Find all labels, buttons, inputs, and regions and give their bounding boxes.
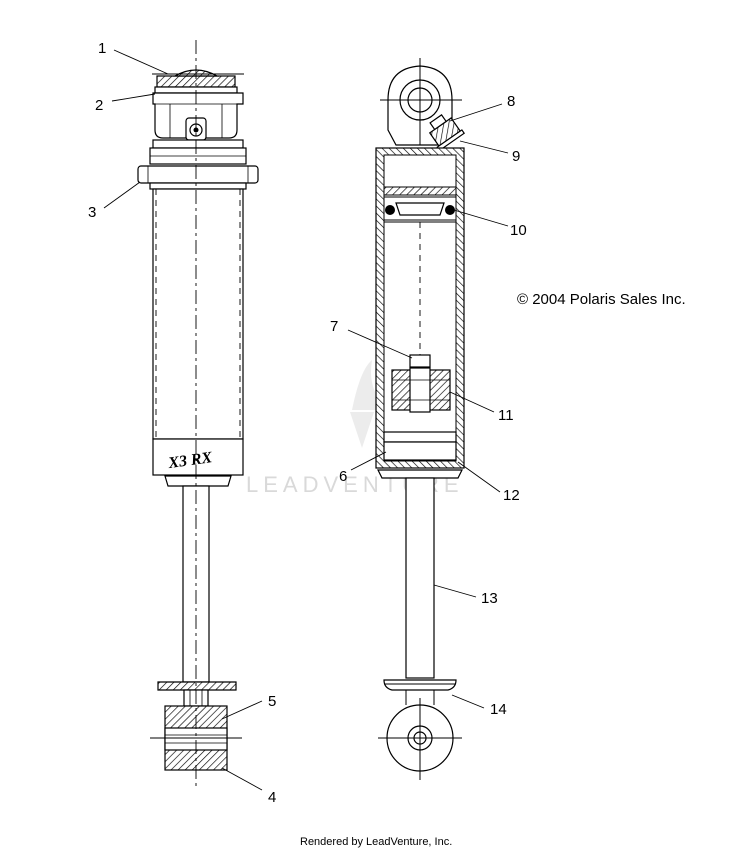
callout-7: 7 [330,318,338,335]
callout-8: 8 [507,93,515,110]
shaft [405,477,435,679]
callout-leaders [103,49,509,791]
left-shock-exterior: X3 RX [137,40,259,790]
shock-body [152,188,244,440]
callout-5: 5 [268,693,276,710]
footer-credit: Rendered by LeadVenture, Inc. [300,836,452,848]
callout-12: 12 [503,487,520,504]
callout-numbers: 1 2 3 4 5 6 7 8 9 10 11 12 13 14 [88,40,527,806]
copyright-notice: © 2004 Polaris Sales Inc. [517,291,686,308]
spring-collar [137,165,259,184]
callout-3: 3 [88,204,96,221]
callout-14: 14 [490,701,507,718]
callout-11: 11 [498,407,514,424]
body-logo: X3 RX [166,449,213,472]
callout-10: 10 [510,222,527,239]
callout-6: 6 [339,468,347,485]
callout-1: 1 [98,40,106,57]
piston-nut [409,354,431,368]
callout-4: 4 [268,789,276,806]
callout-2: 2 [95,97,103,114]
callout-9: 9 [512,148,520,165]
seal-head [383,441,457,461]
right-shock-cutaway [375,58,466,780]
callout-13: 13 [481,590,498,607]
